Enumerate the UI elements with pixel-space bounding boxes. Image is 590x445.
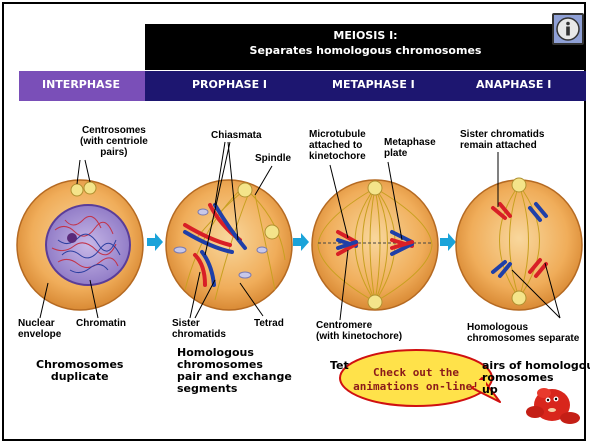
metaphase-cell: [312, 180, 438, 310]
label-chiasmata: Chiasmata: [211, 130, 262, 141]
arrow-1: [147, 233, 163, 251]
caption-anaphase-partial: airs of homologous romosomes up: [482, 360, 590, 396]
caption-prophase: Homologous chromosomes pair and exchange…: [177, 347, 292, 395]
label-sister-chromatids: Sister chromatids: [172, 318, 226, 340]
anaphase-cell: [456, 178, 582, 310]
label-chromatin: Chromatin: [76, 318, 126, 329]
label-metaphase-plate: Metaphase plate: [384, 137, 436, 159]
prophase-cell: [166, 180, 292, 310]
label-microtubule: Microtubule attached to kinetochore: [309, 129, 366, 162]
label-homologous-separate: Homologous chromosomes separate: [467, 322, 579, 344]
label-centrosomes: Centrosomes (with centriole pairs): [80, 125, 148, 158]
label-centromere: Centromere (with kinetochore): [316, 320, 402, 342]
arrow-2: [293, 233, 309, 251]
label-spindle: Spindle: [255, 153, 291, 164]
bubble-text[interactable]: Check out the animations on-line!: [346, 366, 486, 394]
caption-interphase: Chromosomes duplicate: [36, 359, 123, 383]
arrow-3: [440, 233, 456, 251]
label-sister-remain: Sister chromatids remain attached: [460, 129, 544, 151]
interphase-cell: [17, 180, 143, 310]
label-nuclear-envelope: Nuclear envelope: [18, 318, 61, 340]
label-tetrad: Tetrad: [254, 318, 284, 329]
